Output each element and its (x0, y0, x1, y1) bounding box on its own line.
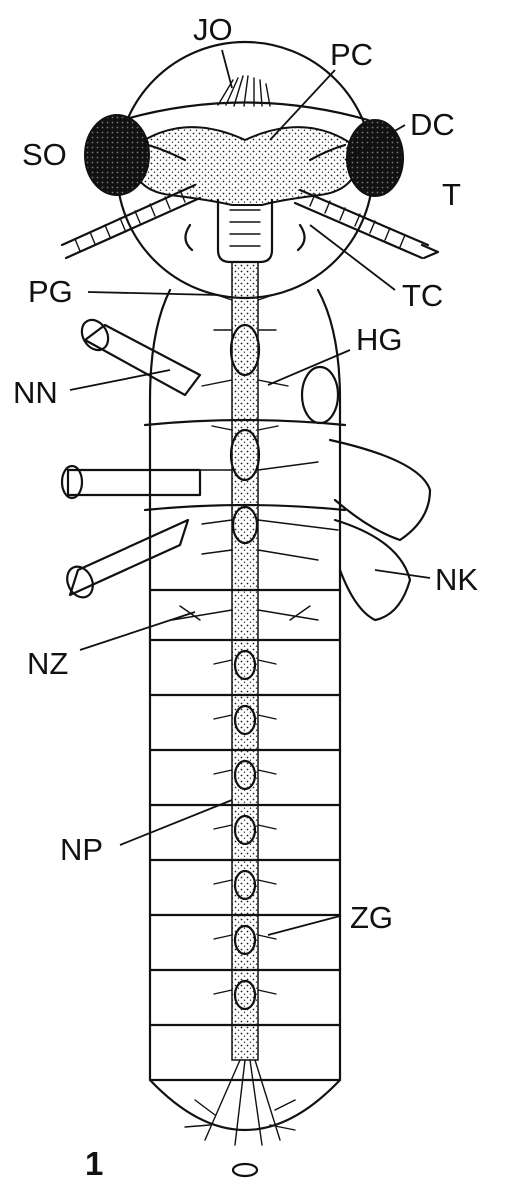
figure-number: 1 (85, 1145, 103, 1182)
label-np: NP (60, 832, 103, 867)
label-nn: NN (13, 375, 58, 410)
legs-left (62, 315, 200, 601)
label-pg: PG (28, 274, 73, 309)
label-t: T (442, 177, 461, 212)
label-so: SO (22, 137, 67, 172)
legs-right (302, 367, 430, 620)
compound-eye-left (85, 115, 149, 195)
head (62, 42, 438, 298)
ventral-nerve-cord (172, 262, 338, 1145)
label-hg: HG (356, 322, 403, 357)
label-jo: JO (193, 12, 233, 47)
protocerebrum (130, 127, 360, 205)
antenna-right (295, 190, 438, 258)
label-tc: TC (402, 278, 443, 313)
label-zg: ZG (350, 900, 393, 935)
label-pc: PC (330, 37, 373, 72)
label-dc: DC (410, 107, 455, 142)
johnston-organ (218, 76, 270, 106)
label-nz: NZ (27, 646, 68, 681)
label-nk: NK (435, 562, 478, 597)
